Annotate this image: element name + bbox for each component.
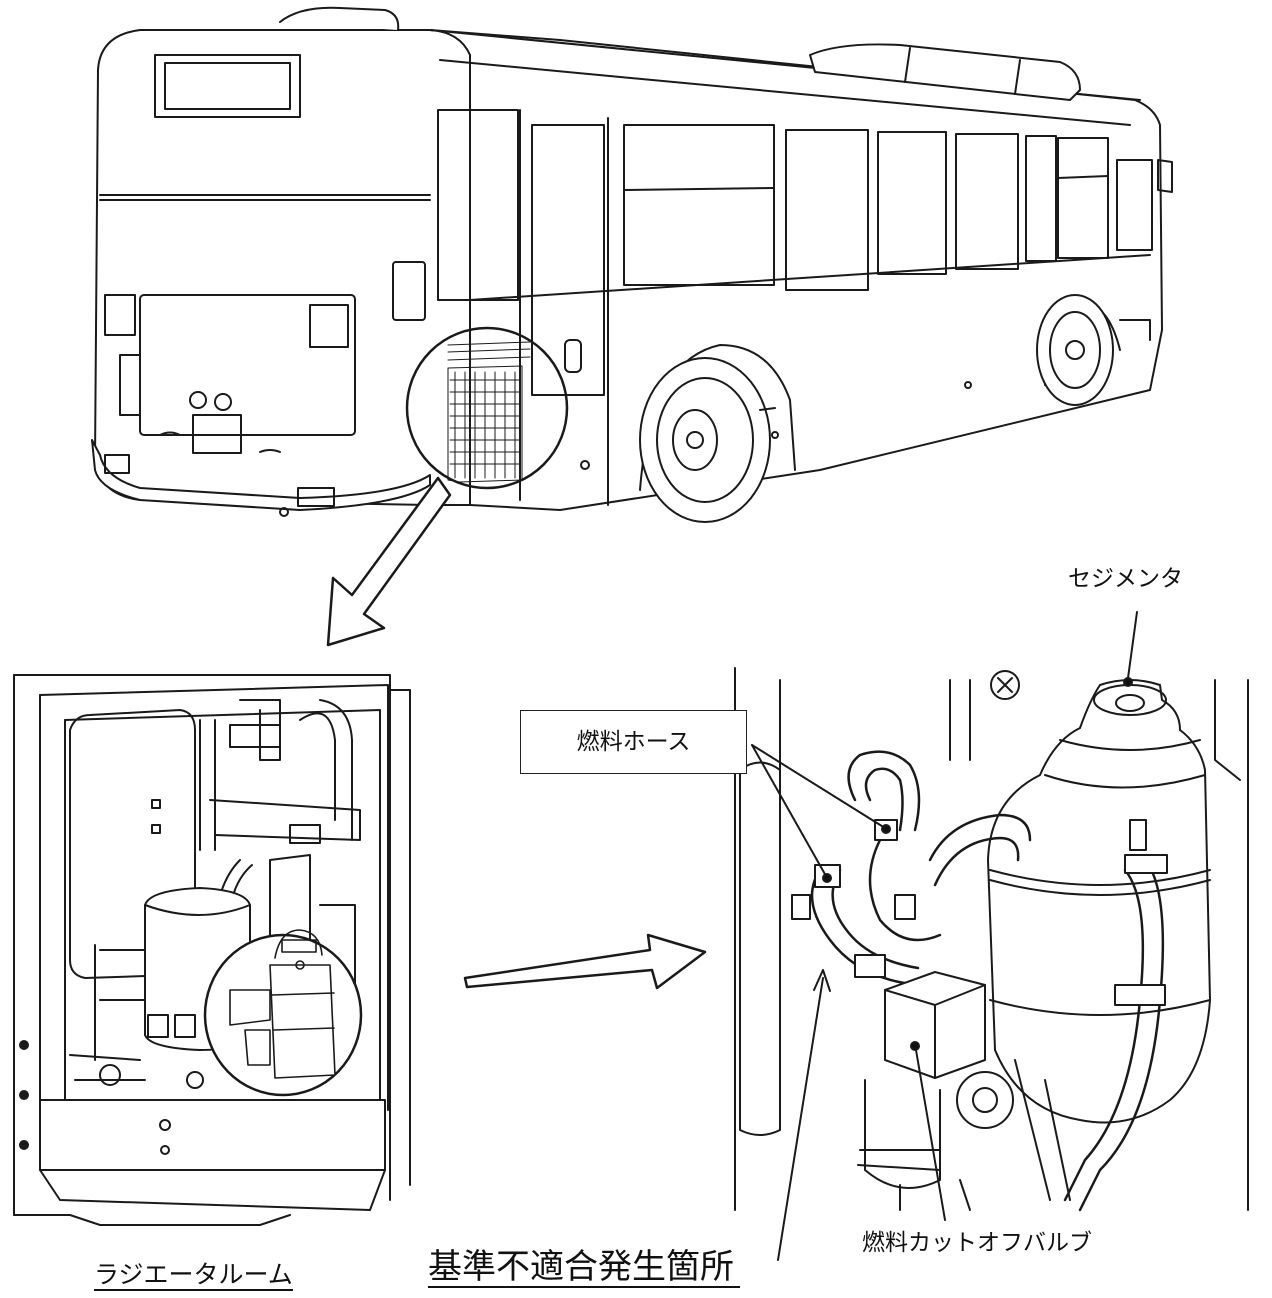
bus-illustration <box>91 6 1173 523</box>
label-fuel-cutoff-valve: 燃料カットオフバルブ <box>862 1230 1092 1256</box>
label-nonconformity-location: 基準不適合発生箇所 <box>428 1250 740 1288</box>
label-radiator-room: ラジエータルーム <box>94 1260 293 1291</box>
leader-lines <box>751 611 1138 1261</box>
detail-view-illustration <box>734 667 1249 1212</box>
zoom-arrow-1 <box>326 476 452 647</box>
radiator-room-illustration <box>13 674 411 1226</box>
label-sedimenter: セジメンタ <box>1068 566 1183 592</box>
zoom-arrow-2 <box>463 933 707 990</box>
label-fuel-hose: 燃料ホース <box>520 710 747 774</box>
radiator-grille <box>447 341 531 483</box>
